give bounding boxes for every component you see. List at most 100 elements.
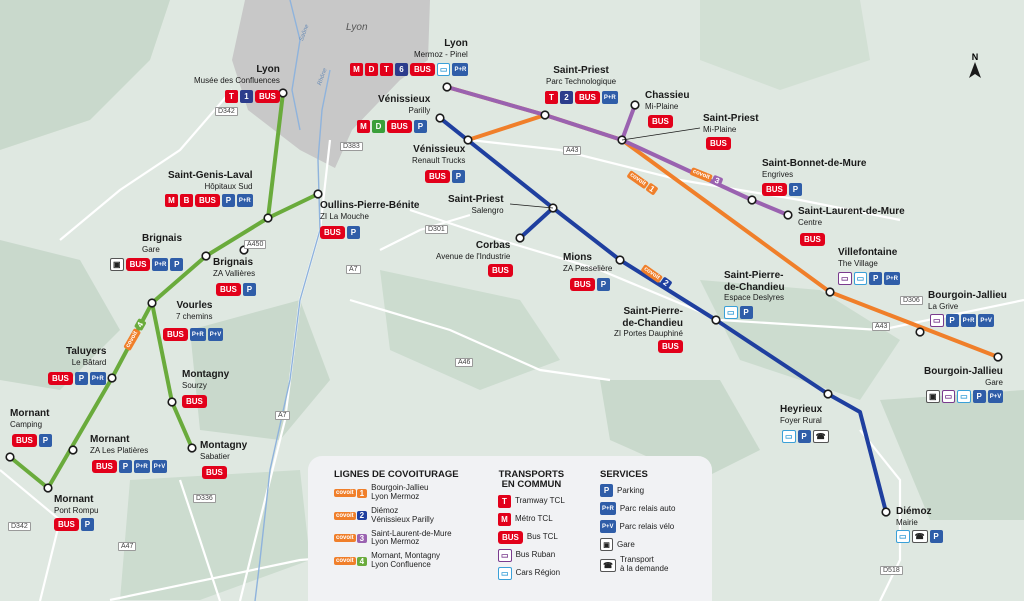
road-label: A7 [275, 411, 290, 420]
road [349, 298, 611, 382]
badges-spdc-zi: BUS [658, 340, 683, 353]
legend-transport-title: TRANSPORTS EN COMMUN [498, 469, 565, 491]
stop-marker-mions [615, 255, 625, 265]
forest-area [880, 390, 1024, 520]
metro-badge: M [498, 512, 511, 526]
forest-area [0, 0, 170, 150]
tram-badge: T [545, 91, 558, 104]
parking-badge: P [74, 372, 88, 385]
river-saone [289, 0, 301, 131]
stop-marker-mornant-za [68, 445, 78, 455]
bus-badge: BUS [48, 372, 73, 385]
stop-marker-spdc-zi [711, 315, 721, 325]
park-and-ride-badge: P+R [89, 372, 106, 385]
stop-marker-lyon-confluences [278, 88, 288, 98]
coach-icon: ▭ [853, 272, 868, 285]
stop-marker-heyrieux [823, 389, 833, 399]
park-and-ride-badge: P+R [960, 314, 977, 327]
minibus-icon: ▭ [838, 272, 852, 285]
line-number: 1 [356, 488, 368, 498]
minibus-icon: ▭ [941, 390, 956, 403]
road-label: D383 [340, 142, 363, 151]
stop-marker-corbas [515, 233, 525, 243]
badges-chassieu: BUS [648, 115, 673, 128]
stop-marker-lyon-mermoz [442, 82, 452, 92]
bus-badge: BUS [410, 63, 435, 76]
badges-spdc-espace: ▭P [724, 306, 753, 319]
road-label: A7 [346, 265, 361, 274]
stop-marker-venissieux-renault [463, 135, 473, 145]
road-label: D518 [880, 566, 903, 575]
bus-badge: BUS [387, 120, 412, 133]
metro-d-badge: D [372, 120, 385, 133]
parking-badge: P [972, 390, 986, 403]
badges-corbas: BUS [488, 264, 513, 277]
metro-badge: M [165, 194, 178, 207]
phone-icon: ☎ [812, 430, 829, 443]
stop-marker-villefontaine [825, 287, 835, 297]
legend-line-text: Bourgoin-Jallieu Lyon Mermoz [371, 483, 429, 502]
stop-marker-bourgoin-gare [993, 352, 1003, 362]
park-and-ride-badge: P+R [600, 502, 616, 516]
parking-badge: P [869, 272, 883, 285]
parking-badge: P [945, 314, 959, 327]
bus-badge: BUS [706, 137, 731, 150]
coach-icon: ▭ [782, 430, 796, 443]
stop-marker-brignais-gare [201, 251, 211, 261]
bus-badge: BUS [575, 91, 600, 104]
parking-badge: P [242, 283, 256, 296]
minibus-icon: ▭ [498, 548, 512, 562]
parking-badge: P [600, 484, 613, 498]
legend-covoit-title: LIGNES DE COVOITURAGE [334, 469, 459, 480]
bus-badge: BUS [488, 264, 513, 277]
